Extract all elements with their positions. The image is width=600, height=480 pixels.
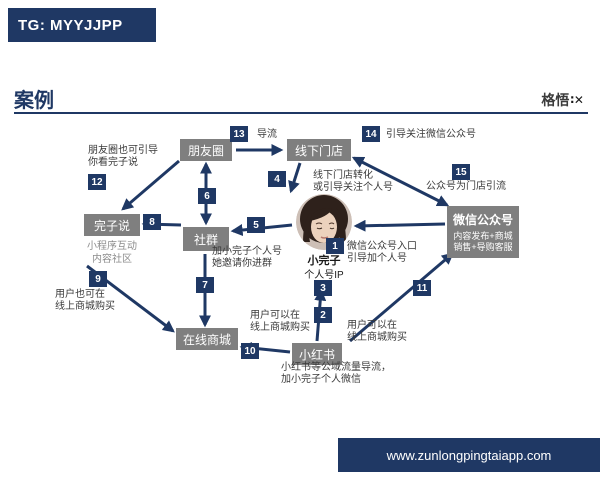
flow-badge-15: 15 bbox=[452, 164, 470, 180]
node-moments: 朋友圈 bbox=[180, 139, 232, 161]
tg-banner-text: TG: MYYJJPP bbox=[18, 16, 123, 34]
arrow-moments-to-wanzi bbox=[121, 159, 180, 211]
annotation-flow14: 引导关注微信公众号 bbox=[386, 129, 476, 140]
node-moments-label: 朋友圈 bbox=[187, 143, 224, 158]
node-wanzi-says-label: 完子说 bbox=[93, 218, 130, 233]
node-xiaohongshu: 小红书 bbox=[292, 343, 342, 365]
brand-mark-icon: ∶✕ bbox=[570, 93, 584, 107]
footer-url: www.zunlongpingtaiapp.com bbox=[386, 447, 552, 463]
arrow-wechat-to-persona bbox=[353, 219, 446, 232]
node-wechat-official-label: 微信公众号 bbox=[452, 213, 513, 227]
node-wanzi-says: 完子说 bbox=[84, 214, 140, 236]
node-offline-store-label: 线下门店 bbox=[294, 143, 343, 158]
node-online-mall: 在线商城 bbox=[176, 328, 238, 350]
node-wechat-official-subtitle: 内容发布+商城 销售+导购客服 bbox=[453, 231, 513, 252]
arrow-offline-store-wechat bbox=[351, 156, 450, 207]
node-xiaohongshu-label: 小红书 bbox=[298, 347, 335, 362]
flow-badge-6: 6 bbox=[198, 188, 216, 204]
tg-banner: TG: MYYJJPP bbox=[8, 8, 156, 42]
flow-badge-4: 4 bbox=[268, 171, 286, 187]
title-divider bbox=[14, 112, 588, 114]
page-title: 案例 bbox=[14, 90, 54, 112]
brand-text: 格悟 bbox=[541, 92, 570, 108]
node-offline-store: 线下门店 bbox=[287, 139, 351, 161]
annotation-flow13: 导流 bbox=[257, 129, 277, 140]
flow-badge-13: 13 bbox=[230, 126, 248, 142]
flow-badge-1: 1 bbox=[326, 238, 344, 254]
flow-badge-11: 11 bbox=[413, 280, 431, 296]
annotation-flow11: 用户可以在 线上商城购买 bbox=[347, 320, 407, 343]
annotation-flow10: 小红书等公域流量导流， 加小完子个人微信 bbox=[281, 362, 391, 385]
node-community-label: 社群 bbox=[193, 232, 218, 247]
flow-badge-12: 12 bbox=[88, 174, 106, 190]
annotation-flow1: 微信公众号入口 引导加个人号 bbox=[347, 241, 417, 264]
flow-badge-10: 10 bbox=[241, 343, 259, 359]
persona-name: 小完子 bbox=[307, 255, 341, 267]
node-online-mall-label: 在线商城 bbox=[182, 332, 231, 347]
annotation-flow9: 用户也可在 线上商城购买 bbox=[55, 289, 115, 312]
flow-badge-14: 14 bbox=[362, 126, 380, 142]
node-wanzi-says-subtitle: 小程序互动 内容社区 bbox=[87, 241, 137, 265]
annotation-flow4: 线下门店转化 或引导关注个人号 bbox=[313, 170, 393, 193]
annotation-flow12: 朋友圈也可引导 你看完子说 bbox=[88, 145, 158, 168]
flow-badge-5: 5 bbox=[247, 217, 265, 233]
flow-badge-7: 7 bbox=[196, 277, 214, 293]
footer-banner: www.zunlongpingtaiapp.com bbox=[338, 438, 600, 472]
node-wechat-official: 微信公众号 内容发布+商城 销售+导购客服 bbox=[447, 206, 519, 258]
arrow-offline-store-to-persona bbox=[288, 162, 302, 194]
flow-badge-2: 2 bbox=[314, 307, 332, 323]
persona-avatar bbox=[296, 194, 352, 250]
annotation-flow5: 加小完子个人号 她邀请你进群 bbox=[212, 246, 282, 269]
brand-logo: 格悟 ∶✕ bbox=[541, 90, 584, 110]
flow-badge-3: 3 bbox=[314, 280, 332, 296]
flow-badge-8: 8 bbox=[143, 214, 161, 230]
persona-role: 个人号IP bbox=[304, 270, 344, 281]
node-community: 社群 bbox=[183, 227, 229, 251]
annotation-flow2: 用户可以在 线上商城购买 bbox=[250, 310, 310, 333]
flow-badge-9: 9 bbox=[89, 271, 107, 287]
arrow-xiaohongshu-to-wechat bbox=[349, 252, 454, 343]
annotation-flow15: 公众号为门店引流 bbox=[426, 181, 506, 192]
